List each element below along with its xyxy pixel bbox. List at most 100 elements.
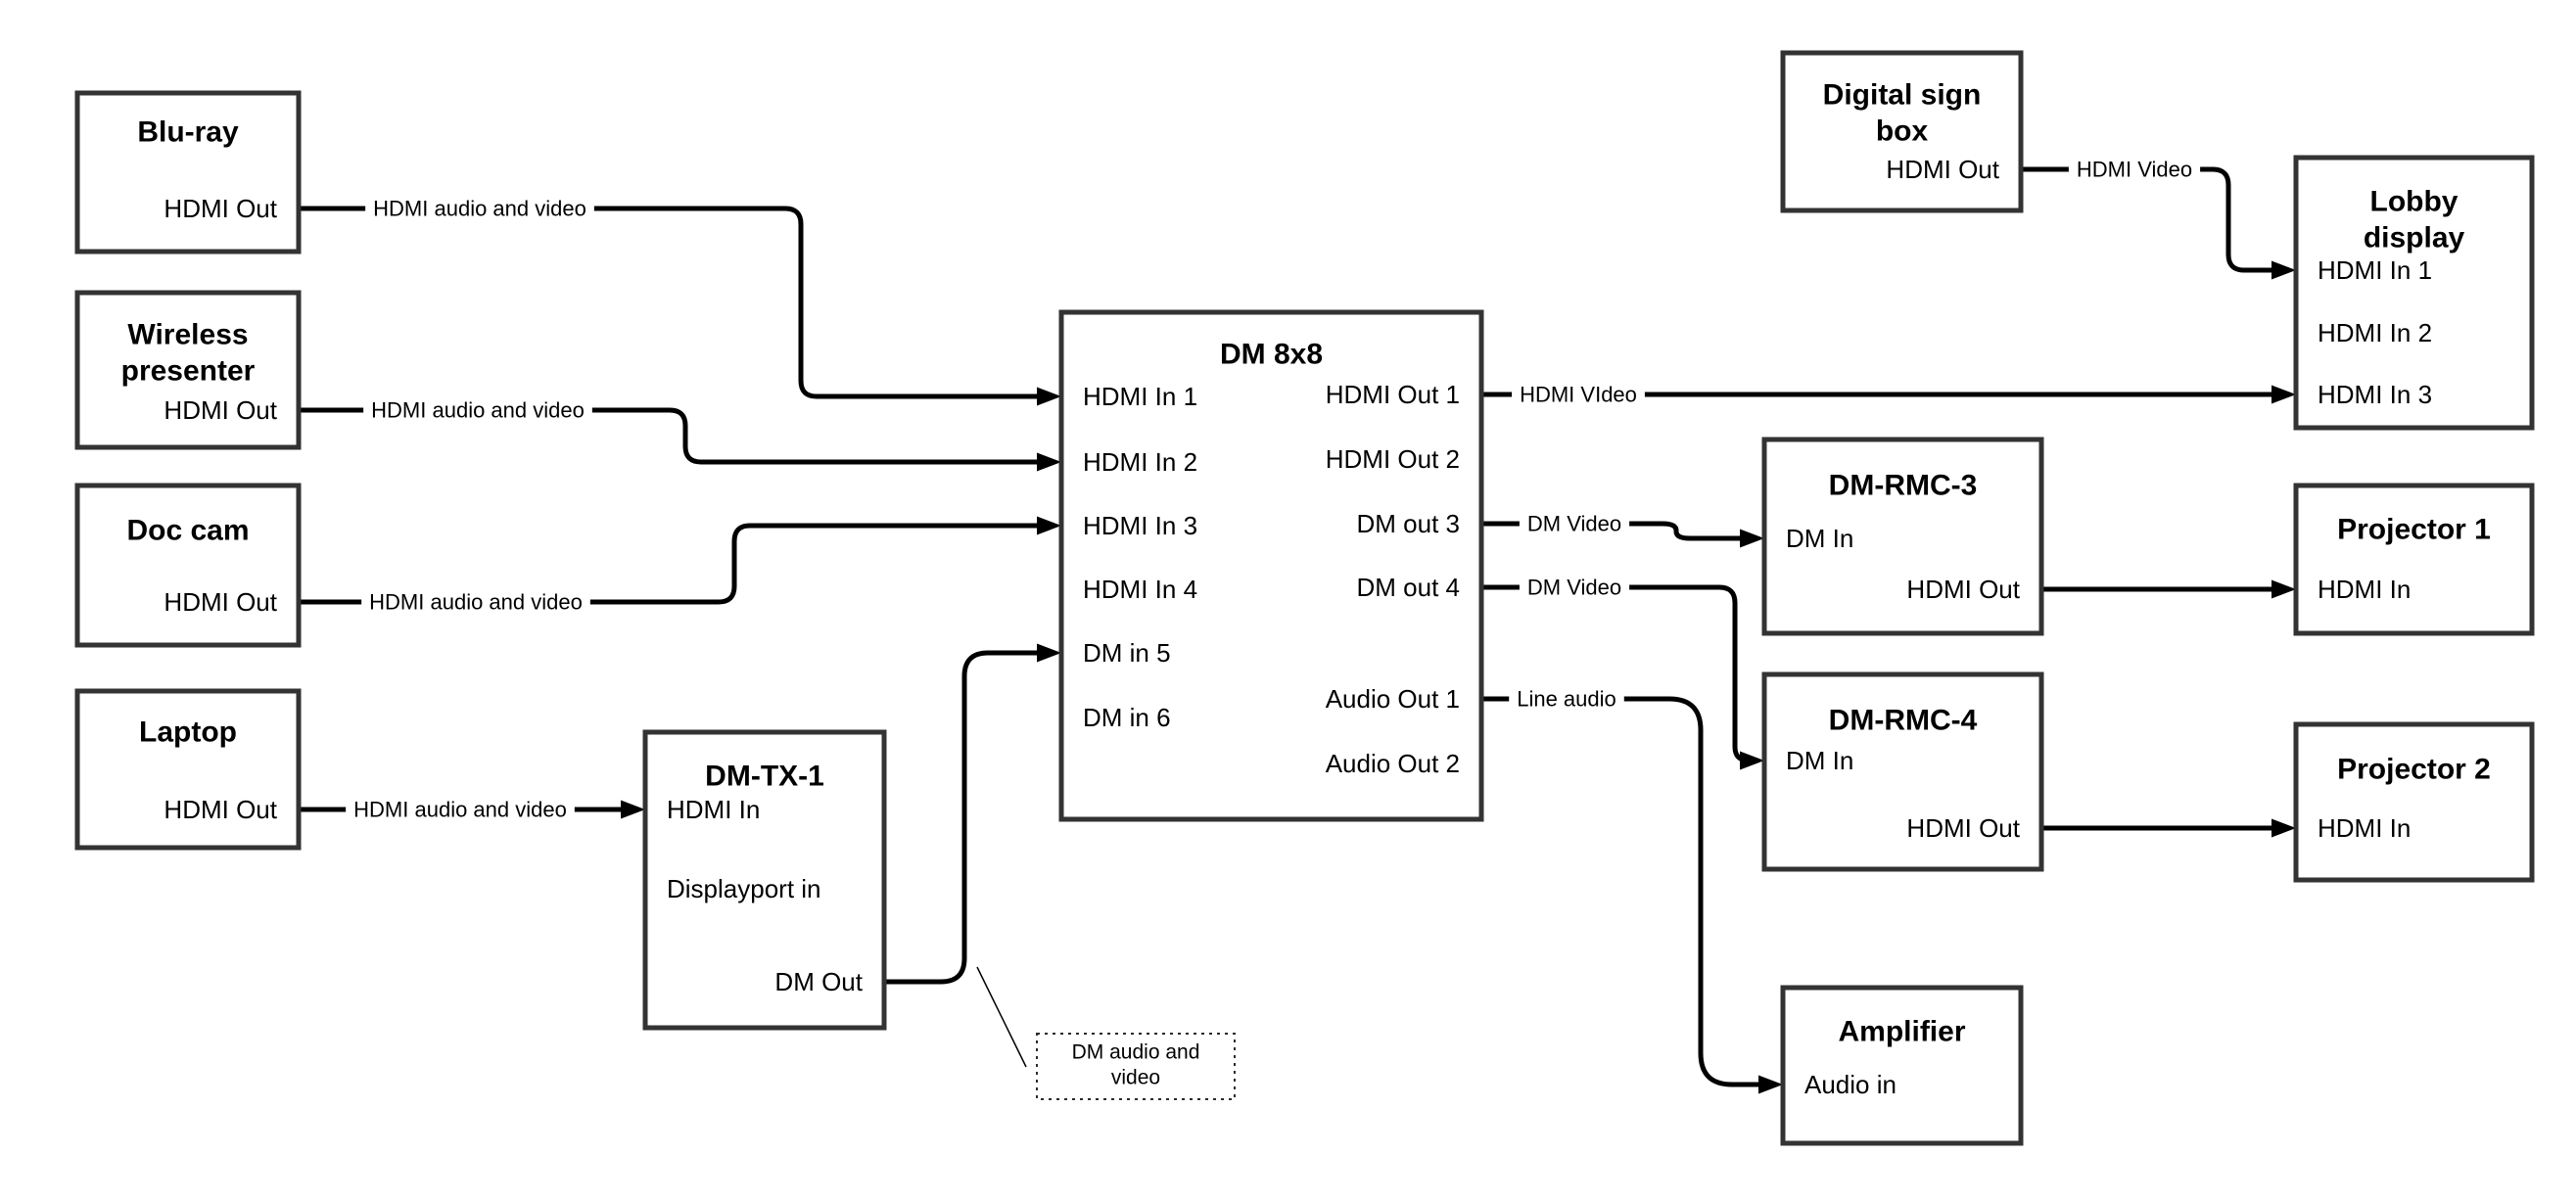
note-dm-audio-video: DM audio and video [1036,1033,1236,1100]
edge-label-bluray-to-dm8x8-hdmi-in-1: HDMI audio and video [365,194,594,223]
node-box-amplifier [1780,985,2024,1146]
arrowhead-dm8x8-out1-to-lobby-in3 [2272,385,2296,404]
node-title-lobby: display [2364,222,2465,254]
port-label-lobby-0: HDMI In 1 [2318,255,2432,285]
port-label-dmtx1-2: DM Out [774,967,863,996]
port-label-laptop-0: HDMI Out [164,795,277,824]
edge-label-background [346,795,575,824]
edge-label-dm8x8-out3-to-dmrmc3: DM Video [1519,509,1630,538]
port-label-dm8x8-8: DM out 3 [1357,509,1461,538]
edge-label-text-dm8x8-out1-to-lobby-in3: HDMI VIdeo [1520,383,1637,407]
port-label-dm8x8-2: HDMI In 3 [1083,511,1197,540]
arrowhead-dm8x8-out3-to-dmrmc3 [1740,529,1764,548]
port-label-dmtx1-1: Displayport in [667,874,821,903]
note-text-line: DM audio and [1072,1041,1200,1064]
edge-label-text-dm8x8-out4-to-dmrmc4: DM Video [1527,576,1621,600]
edge-label-dm8x8-out4-to-dmrmc4: DM Video [1519,573,1630,602]
node-box-proj2 [2293,721,2535,883]
node-box-dmrmc3 [1761,437,2044,636]
node-box-wireless [74,290,302,450]
node-title-wireless: Wireless [127,319,248,351]
node-title-dmtx1: DM-TX-1 [705,761,824,793]
edge-wireless-to-dm8x8-hdmi-in-2 [299,407,1044,465]
port-label-dmrmc3-1: HDMI Out [1906,575,2020,604]
node-box-dm8x8 [1058,309,1484,822]
edge-doccam-to-dm8x8-hdmi-in-3 [299,523,1044,605]
arrowhead-laptop-to-dmtx1-hdmi-in [621,800,645,819]
edge-label-background [365,194,594,223]
edge-label-background [363,395,592,425]
edge-label-text-wireless-to-dm8x8-hdmi-in-2: HDMI audio and video [371,398,585,423]
port-label-dm8x8-5: DM in 6 [1083,703,1171,732]
port-label-dmrmc4-1: HDMI Out [1906,813,2020,843]
node-box-digsign [1780,50,2024,213]
edge-label-text-digsign-to-lobby-in1: HDMI Video [2077,158,2192,182]
node-title-digsign: box [1876,115,1929,148]
port-label-lobby-2: HDMI In 3 [2318,380,2432,409]
node-title-dm8x8: DM 8x8 [1220,339,1323,371]
port-label-lobby-1: HDMI In 2 [2318,318,2432,347]
edge-label-dm8x8-out1-to-lobby-in3: HDMI VIdeo [1512,380,1645,409]
port-label-dmtx1-0: HDMI In [667,795,760,824]
edge-label-digsign-to-lobby-in1: HDMI Video [2068,155,2201,184]
edge-label-background [1519,509,1630,538]
edge-label-text-dm8x8-audio1-to-amplifier: Line audio [1517,687,1616,712]
note-text-line: video [1111,1067,1160,1089]
node-proj1: Projector 1 HDMI In [2293,483,2535,636]
edge-label-background [2068,155,2201,184]
arrowhead-dmtx1-to-dm8x8-dm-in-5 [1037,643,1061,663]
edge-label-background [361,587,590,617]
arrowhead-doccam-to-dm8x8-hdmi-in-3 [1037,516,1061,535]
port-label-dmrmc4-0: DM In [1786,746,1853,775]
node-title-wireless: presenter [121,355,256,388]
arrowhead-wireless-to-dm8x8-hdmi-in-2 [1037,452,1061,472]
node-title-dmrmc4: DM-RMC-4 [1829,705,1978,737]
port-label-dm8x8-6: HDMI Out 1 [1326,380,1460,409]
edge-dm8x8-audio1-to-amplifier [1481,696,1765,1087]
node-title-proj1: Projector 1 [2337,514,2491,546]
port-label-dmrmc3-0: DM In [1786,524,1853,553]
port-label-proj1-0: HDMI In [2318,575,2411,604]
arrowhead-dmrmc4-to-proj2 [2272,818,2296,838]
node-title-doccam: Doc cam [126,515,249,547]
node-box-dmrmc4 [1761,671,2044,872]
port-label-bluray-0: HDMI Out [164,194,277,223]
edge-label-background [1509,684,1624,714]
node-dmrmc4: DM-RMC-4 DM In HDMI Out [1761,671,2044,872]
node-title-amplifier: Amplifier [1838,1016,1965,1048]
port-label-proj2-0: HDMI In [2318,813,2411,843]
node-title-dmrmc3: DM-RMC-3 [1829,470,1978,502]
arrowhead-dm8x8-out4-to-dmrmc4 [1740,751,1764,770]
edge-digsign-to-lobby-in1 [2021,166,2278,273]
port-label-dm8x8-4: DM in 5 [1083,638,1171,668]
node-box-laptop [74,688,302,851]
arrowhead-dmrmc3-to-proj1 [2272,579,2296,599]
node-title-laptop: Laptop [139,716,237,749]
port-label-wireless-0: HDMI Out [164,395,277,425]
node-box-lobby [2293,155,2535,431]
edge-dm8x8-out3-to-dmrmc3 [1481,521,1747,541]
annotation-layer: DM audio and video [1036,1033,1236,1100]
edge-label-wireless-to-dm8x8-hdmi-in-2: HDMI audio and video [363,395,592,425]
port-label-digsign-0: HDMI Out [1886,155,1999,184]
port-label-dm8x8-9: DM out 4 [1357,573,1461,602]
edge-label-laptop-to-dmtx1-hdmi-in: HDMI audio and video [346,795,575,824]
edge-label-text-dm8x8-out3-to-dmrmc3: DM Video [1527,512,1621,536]
edge-label-dm8x8-audio1-to-amplifier: Line audio [1509,684,1624,714]
port-label-dm8x8-3: HDMI In 4 [1083,575,1197,604]
node-title-lobby: Lobby [2370,186,2459,218]
node-dmrmc3: DM-RMC-3 DM In HDMI Out [1761,437,2044,636]
edge-label-text-bluray-to-dm8x8-hdmi-in-1: HDMI audio and video [373,197,586,221]
port-label-amplifier-0: Audio in [1804,1070,1897,1099]
edge-dmtx1-to-dm8x8-dm-in-5 [884,650,1044,985]
node-box-doccam [74,483,302,648]
